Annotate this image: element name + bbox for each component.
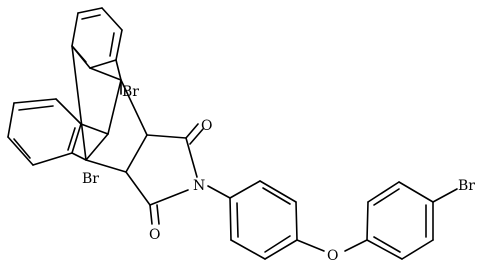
phenylene-ring xyxy=(207,180,325,260)
br-label-top: Br xyxy=(122,84,139,100)
benzene-ring-top xyxy=(71,7,123,69)
o-label-ether: O xyxy=(327,248,338,264)
imide-ring xyxy=(125,123,204,225)
br-label-para: Br xyxy=(458,178,475,194)
benzene-ring-left xyxy=(7,98,109,166)
o-label-carbonyl-top: O xyxy=(201,118,212,134)
bromophenyl-ring xyxy=(344,181,458,260)
n-label-imide: N xyxy=(193,178,205,194)
bridge-bonds xyxy=(71,45,148,173)
o-label-carbonyl-bottom: O xyxy=(149,227,160,243)
br-label-bottom: Br xyxy=(82,171,99,187)
